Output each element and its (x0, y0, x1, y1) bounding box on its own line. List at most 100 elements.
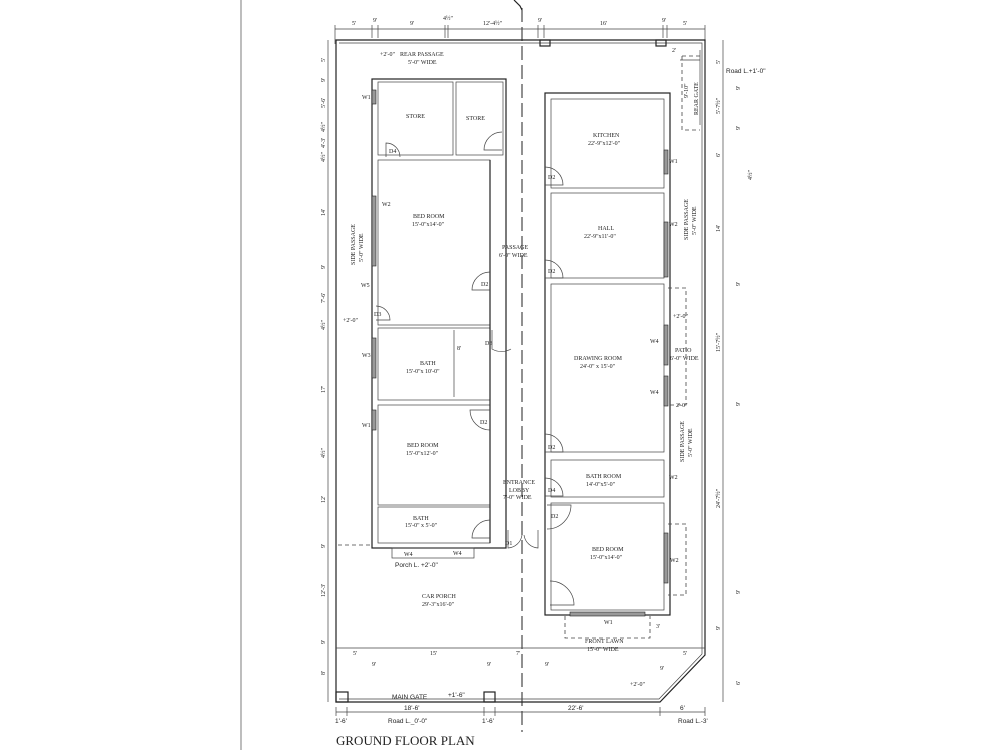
plan-line (663, 221, 669, 278)
door-d1 (507, 530, 523, 549)
plan-label: W5 (361, 283, 370, 289)
plan-line (544, 166, 564, 186)
room-size: 15'-0" x 5'-0" (405, 523, 438, 529)
plan-label: D4 (548, 488, 555, 494)
plan-label: W1 (604, 620, 613, 626)
room-label: KITCHEN (593, 133, 620, 139)
plan-label: 5'-7½" (715, 97, 722, 114)
dim-label: 8' (457, 346, 461, 352)
plan-label: 3' (656, 624, 660, 630)
room-label: BED ROOM (592, 547, 624, 553)
room-label: BED ROOM (413, 214, 445, 220)
plan-label: 9' (372, 662, 376, 668)
plan-label: D2 (481, 282, 488, 288)
room-label: PATIO (675, 348, 692, 354)
plan-label: 9' (660, 666, 664, 672)
dim-label: 16' (600, 21, 607, 27)
plan-label: W3 (362, 353, 371, 359)
dim-label: 9' (410, 21, 414, 27)
plan-line (471, 519, 491, 539)
room-label: STORE (406, 114, 425, 120)
level-label: +2'-0" (630, 682, 645, 688)
room-label: ENTRANCE (503, 480, 535, 486)
room-size: 15'-0"x14'-0" (412, 222, 445, 228)
door-d2 (483, 131, 503, 151)
plan-label: 6' (736, 681, 742, 685)
level-label: Porch L. +2'-0" (395, 562, 438, 569)
plan-label: 9' (321, 265, 327, 269)
door-d4 (385, 142, 401, 158)
plan-label: 6' (680, 705, 685, 712)
plan-label: D2 (548, 445, 555, 451)
left-block (338, 78, 539, 559)
room-size: 6'-0" WIDE (670, 356, 699, 362)
plan-line (655, 39, 667, 47)
plan-label: 4½" (320, 320, 327, 331)
plan-label: 17' (321, 386, 327, 393)
room-label: LOBBY (509, 488, 530, 494)
plan-label: W4 (650, 390, 659, 396)
plan-label: SIDE PASSAGE (684, 199, 690, 240)
plan-label: 5'-0" WIDE (359, 233, 365, 262)
plan-label: 8' (321, 671, 327, 675)
plan-label: 5'-0" WIDE (692, 206, 698, 235)
plan-label: W1 (362, 423, 371, 429)
plan-line (663, 375, 669, 407)
plan-label: 7' (516, 651, 520, 657)
plan-label: 5'-6' (321, 98, 327, 108)
plan-label: 15'-7½" (715, 332, 722, 352)
plan-label: D4 (389, 149, 396, 155)
plan-label: W2 (669, 475, 678, 481)
room-size: 6'-0" WIDE (499, 253, 528, 259)
plan-label: 9'-10" (684, 83, 690, 98)
plan-label: W4 (404, 552, 413, 558)
gate-pillar (335, 691, 349, 703)
plan-label: 18'-6' (404, 705, 420, 712)
plan-label: 9' (736, 590, 742, 594)
plan-label: 1'-6' (482, 718, 494, 725)
plan-label: 9' (736, 402, 742, 406)
plan-line (663, 324, 669, 366)
plan-label: Road L._0'-0" (388, 718, 428, 725)
plan-label: 9' (545, 662, 549, 668)
plan-line (377, 81, 454, 156)
right-block (544, 55, 700, 639)
level-label: +2'-0" (673, 314, 688, 320)
plan-line (455, 81, 504, 156)
plan-label: D2 (548, 269, 555, 275)
plan-line (544, 433, 564, 453)
plan-label: 9' (321, 640, 327, 644)
plan-label: 4½" (320, 448, 327, 459)
room-size: 14'-0"x5'-0" (586, 482, 616, 488)
plan-label: D1 (505, 541, 512, 547)
room-size: 24'-0" x 15'-0" (580, 364, 616, 370)
room-label: BATH ROOM (586, 474, 622, 480)
dim-label: 12'-4½" (483, 20, 503, 27)
plan-label: W2 (669, 222, 678, 228)
plan-line (544, 477, 564, 497)
plan-label: SIDE PASSAGE (680, 421, 686, 462)
plan-line (550, 459, 665, 498)
plan-line (471, 271, 491, 291)
plan-label: 5'-0" WIDE (688, 428, 694, 457)
level-label: +2'-0" (380, 52, 395, 58)
plan-label: 4'-3' (321, 138, 327, 148)
dim-label: 9' (538, 18, 542, 24)
level-label: +1'-6" (448, 692, 465, 699)
plan-line (375, 305, 391, 321)
room-size: 15'-0"x14'-0" (590, 555, 623, 561)
room-size: 15'-0"x 10'-0" (406, 369, 440, 375)
plan-label: 2' (672, 48, 676, 54)
plan-label: 9' (716, 626, 722, 630)
plan-label: 15' (430, 651, 437, 657)
room-label: REAR PASSAGE (400, 52, 444, 58)
room-label: STORE (466, 116, 485, 122)
plan-line (663, 532, 669, 584)
plan-line (663, 149, 669, 175)
left-dimensions: 5' 9' 5'-6' 4½" 4'-3' 4½" 14' 9' 7'-6' 4… (320, 58, 327, 675)
plan-label: 9' (487, 662, 491, 668)
room-size: 5'-0" WIDE (408, 60, 437, 66)
level-label: +2'-0" (343, 318, 358, 324)
room-size: 15'-0"x12'-0" (406, 451, 439, 457)
plan-line (668, 287, 687, 406)
